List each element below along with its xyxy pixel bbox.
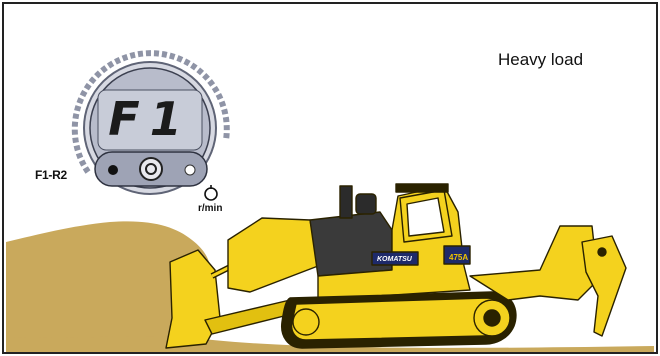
cab-roof (396, 184, 448, 192)
ripper-frame (470, 226, 598, 300)
rpm-unit-label: r/min (198, 203, 222, 214)
gear-display: F1 (95, 92, 205, 146)
gear-mode-label: F1-R2 (35, 168, 67, 182)
model-label: 475A (449, 253, 468, 262)
right-indicator-lamp (185, 165, 195, 175)
brand-label: KOMATSU (377, 256, 412, 263)
engine-symbol-icon (140, 158, 162, 180)
left-indicator-lamp (108, 165, 118, 175)
bulldozer (166, 184, 626, 348)
exhaust-stack (340, 186, 352, 218)
engine-hood (228, 218, 318, 292)
cab-window (407, 198, 444, 236)
engine-block (310, 212, 392, 276)
idler-wheel (293, 309, 319, 335)
rpm-icon (205, 185, 217, 200)
load-condition-caption: Heavy load (498, 50, 583, 70)
